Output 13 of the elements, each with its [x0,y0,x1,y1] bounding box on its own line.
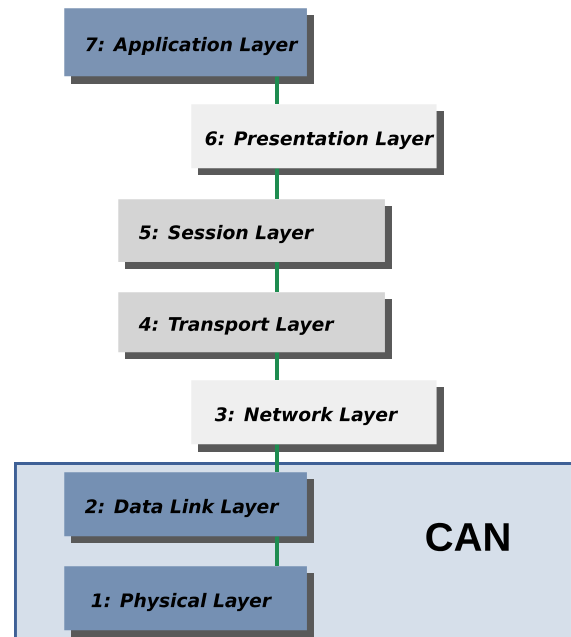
connector-line [275,168,279,199]
layer-box: 2: Data Link Layer [64,472,314,543]
connector-line [275,352,279,380]
connector-line [275,536,279,566]
layer-box: 1: Physical Layer [64,566,314,637]
layer-box: 3: Network Layer [191,380,444,452]
layer-box: 6: Presentation Layer [191,104,444,175]
connector-line [275,262,279,292]
connector-line [275,444,279,472]
layer-box: 5: Session Layer [118,199,392,269]
layer-box: 7: Application Layer [64,8,314,84]
layer-box: 4: Transport Layer [118,292,392,359]
connector-line [275,76,279,104]
